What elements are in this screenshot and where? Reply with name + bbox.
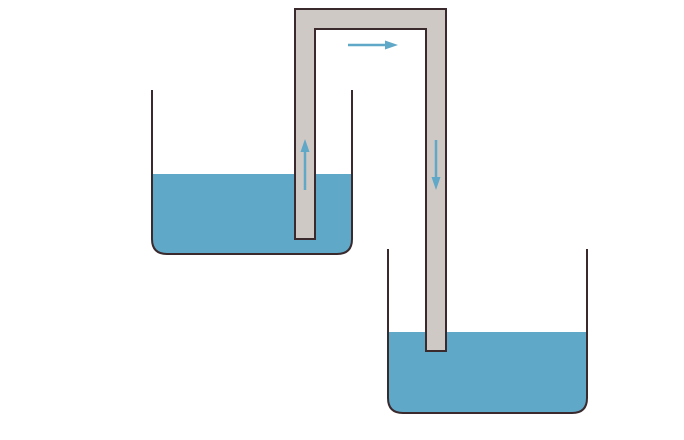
lower-container-water [388,332,587,413]
arrow-right-icon [348,40,398,50]
siphon-tube [294,8,447,352]
arrow-down-icon [431,140,441,190]
lower-container [387,249,588,414]
lower-container-outline [387,249,588,414]
upper-container-outline [151,90,353,255]
upper-container-water [152,174,352,254]
upper-container [151,90,353,255]
arrow-up-icon [300,139,310,190]
